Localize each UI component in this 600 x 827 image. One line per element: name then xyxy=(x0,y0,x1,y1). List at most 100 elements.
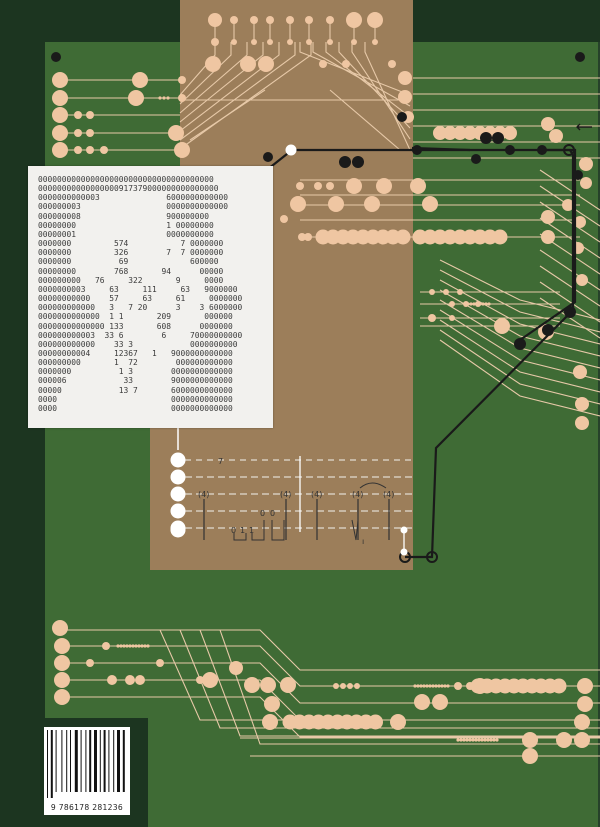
trace-line xyxy=(312,42,411,107)
staff-node xyxy=(400,526,408,534)
node xyxy=(162,96,166,100)
open-node xyxy=(426,551,438,563)
node xyxy=(287,39,293,45)
node xyxy=(146,644,150,648)
node xyxy=(541,230,555,244)
node xyxy=(178,94,186,102)
node xyxy=(86,111,94,119)
barcode-bar xyxy=(80,730,82,792)
node xyxy=(86,146,94,154)
node xyxy=(86,129,94,137)
black-node xyxy=(263,152,273,162)
node xyxy=(100,146,108,154)
node xyxy=(327,39,333,45)
node xyxy=(440,684,444,688)
node xyxy=(422,684,426,688)
black-node xyxy=(480,132,492,144)
node xyxy=(562,199,574,211)
node xyxy=(522,732,538,748)
number-matrix: 0000000000000000000000000000000000000 00… xyxy=(38,175,243,413)
node xyxy=(541,210,555,224)
trace-line xyxy=(351,42,411,140)
node xyxy=(522,748,538,764)
node xyxy=(134,644,138,648)
trace-line xyxy=(539,217,600,259)
node xyxy=(296,182,304,190)
barcode-bars xyxy=(47,730,125,798)
isbn-number: 9 786178 281236 xyxy=(50,803,124,812)
trace-line xyxy=(539,249,600,291)
tuplet-label: (4) xyxy=(280,490,291,499)
black-node xyxy=(514,338,526,350)
white-node xyxy=(285,144,297,156)
trace-line xyxy=(439,279,600,345)
node xyxy=(398,90,412,104)
node xyxy=(305,16,313,24)
tuplet-label: (4) xyxy=(198,490,209,499)
staff-node xyxy=(170,452,186,468)
node xyxy=(481,302,485,306)
peach-nodes xyxy=(52,12,593,764)
trace-line xyxy=(199,629,600,737)
node xyxy=(443,126,457,140)
node xyxy=(52,620,68,636)
node xyxy=(290,196,306,212)
node xyxy=(347,683,353,689)
trace-line xyxy=(159,629,600,721)
fret-number: 1 xyxy=(249,526,254,535)
small-arrow-mark xyxy=(576,123,592,131)
node xyxy=(132,72,148,88)
node xyxy=(577,696,593,712)
node xyxy=(54,672,70,688)
node xyxy=(52,107,68,123)
beam-brackets xyxy=(233,520,285,541)
staff-node xyxy=(170,469,186,485)
node xyxy=(328,196,344,212)
node xyxy=(298,233,306,241)
node xyxy=(446,684,450,688)
node xyxy=(262,714,278,730)
node xyxy=(429,289,435,295)
node xyxy=(577,678,593,694)
node xyxy=(456,738,460,742)
node xyxy=(410,178,426,194)
node xyxy=(54,689,70,705)
trace-line xyxy=(299,42,411,96)
node xyxy=(156,659,164,667)
node xyxy=(346,12,362,28)
node xyxy=(196,676,204,684)
black-node xyxy=(575,52,585,62)
node xyxy=(487,302,491,306)
barcode-bar xyxy=(61,730,63,792)
trace-line xyxy=(179,42,280,132)
node xyxy=(469,302,473,306)
node xyxy=(416,684,420,688)
black-node xyxy=(397,112,407,122)
trace-line xyxy=(179,42,216,96)
black-node xyxy=(492,132,504,144)
node xyxy=(454,682,462,690)
node xyxy=(364,196,380,212)
barcode-bar xyxy=(89,730,92,792)
node xyxy=(574,216,586,228)
node xyxy=(573,365,587,379)
node xyxy=(102,642,110,650)
barcode-bar xyxy=(85,730,87,792)
node xyxy=(413,684,417,688)
fret-number: 0 xyxy=(231,526,236,535)
trace-line xyxy=(439,269,600,333)
barcode-bar xyxy=(66,730,68,792)
node xyxy=(368,714,383,730)
node xyxy=(54,638,70,654)
black-node xyxy=(51,52,61,62)
barcode-bar xyxy=(103,730,106,792)
node xyxy=(428,314,436,322)
node xyxy=(477,738,481,742)
fret-number: 1 xyxy=(240,526,245,535)
node xyxy=(86,659,94,667)
node xyxy=(52,125,68,141)
node xyxy=(483,738,487,742)
node xyxy=(388,60,396,68)
node xyxy=(264,696,280,712)
node xyxy=(433,126,447,140)
